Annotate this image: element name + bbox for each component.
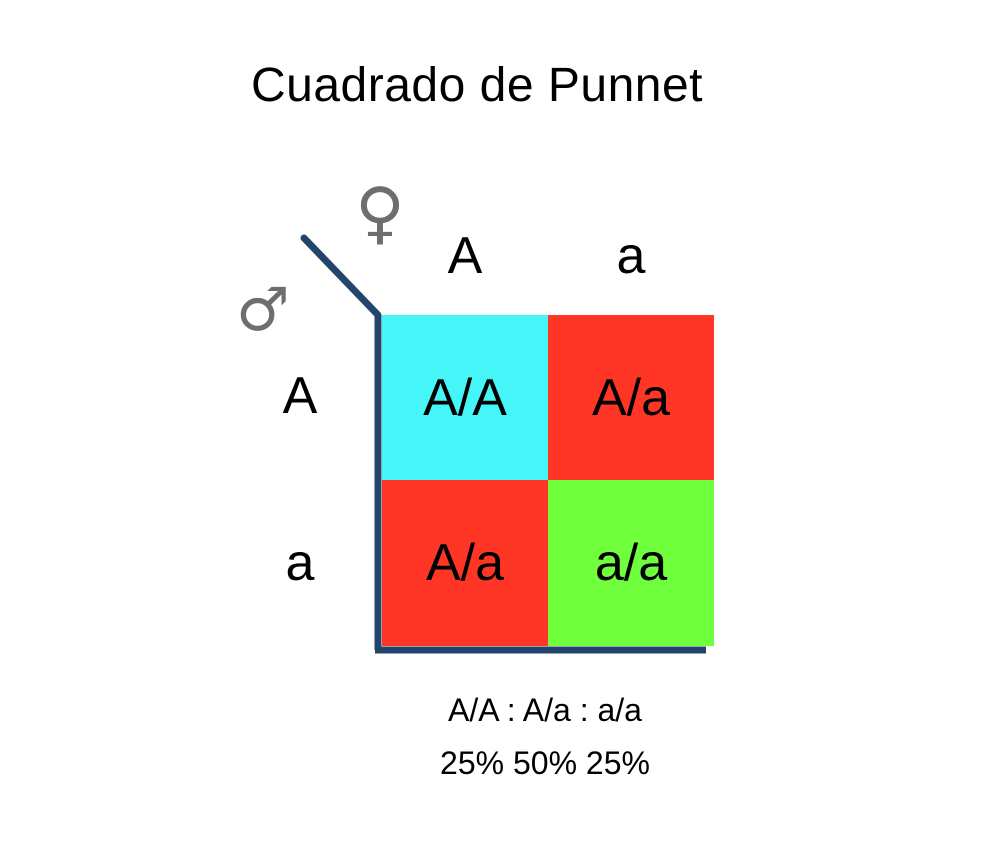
cell-aa: a/a bbox=[548, 480, 714, 646]
female-icon: ♀ bbox=[355, 174, 405, 253]
cell-Aa-bottom: A/a bbox=[382, 480, 548, 646]
genotype-ratio: A/A : A/a : a/a bbox=[448, 692, 642, 728]
cell-Aa-top: A/a bbox=[548, 315, 714, 480]
page-title: Cuadrado de Punnet bbox=[250, 59, 703, 112]
column-allele-2: a bbox=[616, 227, 646, 285]
row-allele-2: a bbox=[285, 534, 315, 592]
cell-AA: A/A bbox=[382, 315, 548, 480]
percentage-ratio: 25% 50% 25% bbox=[440, 745, 650, 781]
row-allele-1: A bbox=[282, 367, 318, 425]
diagonal-divider bbox=[300, 234, 382, 319]
column-allele-1: A bbox=[447, 227, 483, 285]
male-icon: ♂ bbox=[236, 275, 290, 345]
